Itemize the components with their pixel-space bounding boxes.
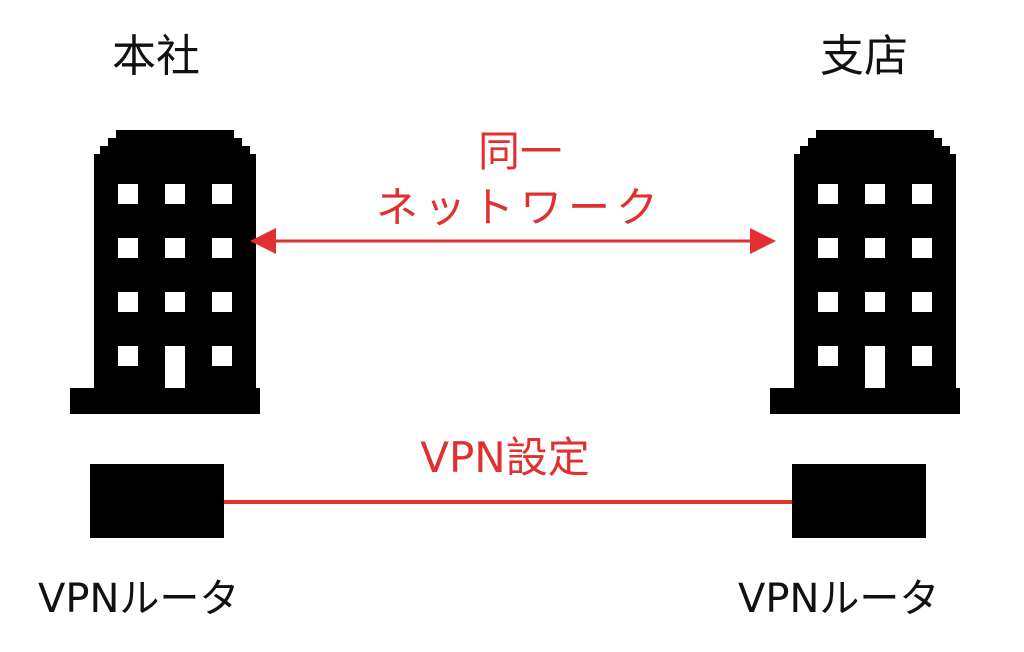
right-router-label: VPNルータ bbox=[738, 576, 940, 622]
branch-label: 支店 bbox=[820, 31, 908, 82]
arrow-left-head-icon bbox=[250, 228, 276, 254]
headquarters-building-icon bbox=[70, 130, 260, 414]
network-label-line2: ネットワーク bbox=[375, 183, 664, 232]
left-router-label: VPNルータ bbox=[38, 576, 240, 622]
right-router-icon bbox=[792, 464, 926, 538]
vpn-setting-label: VPN設定 bbox=[420, 433, 590, 482]
left-router-icon bbox=[90, 464, 224, 538]
headquarters-label: 本社 bbox=[112, 31, 200, 82]
branch-building-icon bbox=[770, 130, 960, 414]
same-network-arrow bbox=[250, 228, 776, 254]
arrow-right-head-icon bbox=[750, 228, 776, 254]
network-label-line1: 同一 bbox=[477, 127, 562, 176]
